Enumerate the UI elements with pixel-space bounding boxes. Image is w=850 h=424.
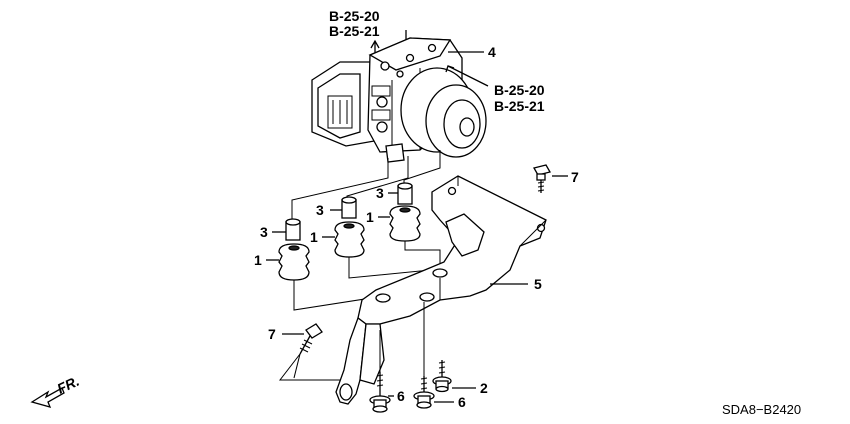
callout-part-1a[interactable]: 1 (254, 252, 262, 268)
callout-part-3a[interactable]: 3 (260, 224, 268, 240)
bolt-guide-lines (379, 278, 441, 376)
ref-label-right-2[interactable]: B-25-21 (494, 98, 545, 114)
callout-part-7-left[interactable]: 7 (268, 326, 276, 342)
bracket (335, 175, 547, 405)
ref-right-arrow (445, 65, 489, 87)
collar-a (285, 218, 301, 241)
callout-part-6a[interactable]: 6 (397, 388, 405, 404)
callout-part-6b[interactable]: 6 (458, 394, 466, 410)
callout-part-3c[interactable]: 3 (376, 185, 384, 201)
bolt-2 (432, 360, 452, 393)
flange-bolt-6b (413, 376, 435, 409)
callout-part-4[interactable]: 4 (488, 44, 496, 60)
bolt-7-right (533, 164, 551, 193)
callout-part-7-right[interactable]: 7 (571, 169, 579, 185)
ref-label-top-1[interactable]: B-25-20 (329, 8, 380, 24)
callout-part-3b[interactable]: 3 (316, 202, 324, 218)
ref-label-top-2[interactable]: B-25-21 (329, 23, 380, 39)
callout-part-2[interactable]: 2 (480, 380, 488, 396)
diagram-code: SDA8−B2420 (722, 402, 801, 417)
collar-b (341, 196, 357, 219)
ref-label-right-1[interactable]: B-25-20 (494, 82, 545, 98)
bolt-7-left-guides (278, 353, 340, 381)
bolt-7-left (299, 323, 323, 355)
forward-label: FR. (55, 373, 82, 397)
flange-bolt-6a (369, 372, 391, 413)
callout-part-1b[interactable]: 1 (310, 229, 318, 245)
modulator-assembly (311, 37, 487, 163)
callout-part-1c[interactable]: 1 (366, 209, 374, 225)
mount-a (278, 243, 310, 281)
callout-part-5[interactable]: 5 (534, 276, 542, 292)
mount-b (334, 221, 365, 258)
collar-c (397, 182, 413, 205)
forward-arrow-icon (30, 387, 65, 408)
mount-c (389, 205, 421, 242)
